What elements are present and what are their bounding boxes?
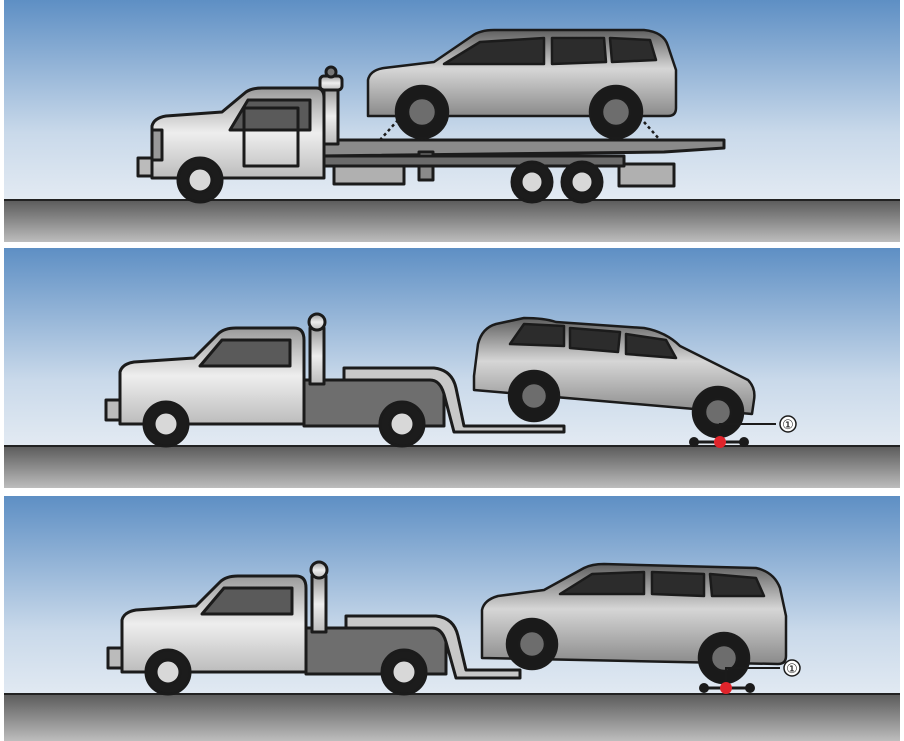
dolly-marker [720, 682, 732, 694]
road [4, 446, 900, 488]
road [4, 200, 900, 242]
callout-label: ① [786, 662, 798, 677]
callout-marker: ① [780, 416, 796, 433]
dolly-marker [714, 436, 726, 448]
callout-label: ① [782, 418, 794, 433]
panel-flatbed [4, 0, 900, 242]
panel-wheel-lift-front: ① [4, 248, 900, 488]
panel-wheel-lift-rear: ① [4, 496, 900, 741]
callout-marker: ① [784, 660, 800, 677]
road [4, 694, 900, 741]
